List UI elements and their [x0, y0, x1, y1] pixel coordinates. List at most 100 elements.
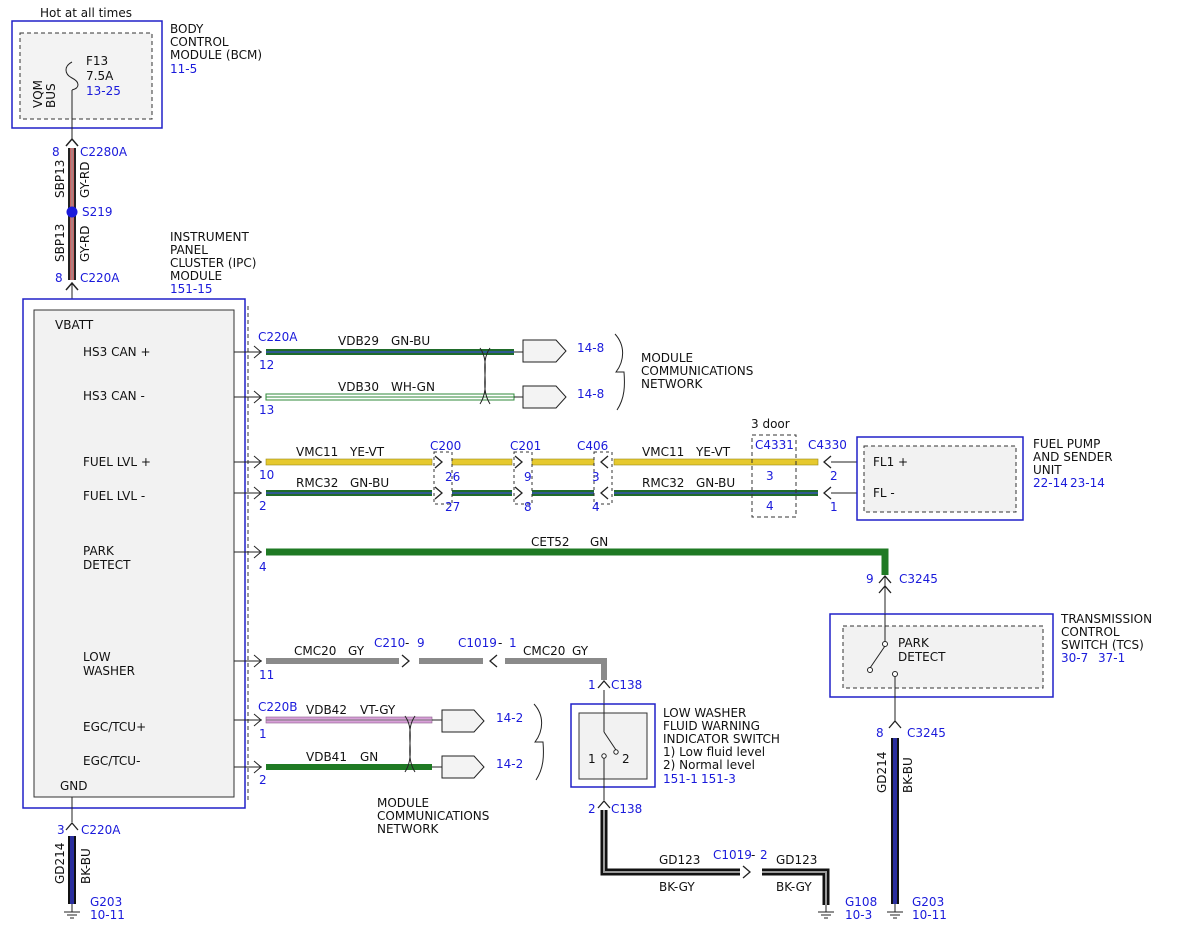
washer-ground-id: G108 [845, 895, 877, 909]
c3245-top-pin: 9 [866, 572, 874, 586]
fuel-plus-color-2: YE-VT [695, 445, 731, 459]
park-circuit: CET52 [531, 535, 570, 549]
c4331-option-box [751, 434, 797, 518]
fuel-pin-2: 2 [259, 499, 267, 513]
ipc-gnd-connector: C220A [81, 823, 121, 837]
washer-switch-name-5: 2) Normal level [663, 758, 755, 772]
sbp13-circuit-lower: SBP13 [53, 224, 67, 262]
c4330-pin-minus: 1 [830, 500, 838, 514]
fuel-minus-color-2: GN-BU [696, 476, 735, 490]
egc-wire2-color: GN [360, 750, 378, 764]
park-pin-4: 4 [259, 560, 267, 574]
c2280a-connector: C2280A [80, 145, 128, 159]
fuel-unit-pin-minus: FL - [873, 486, 895, 500]
washer-color-2: GY [572, 644, 589, 658]
c4330-connector: C4330 [808, 438, 847, 452]
gy-rd-color-upper: GY-RD [78, 161, 92, 198]
washer-wire [266, 658, 607, 680]
ipc-gnd-pin: 3 [57, 823, 65, 837]
ipc-ref: 151-15 [170, 282, 213, 296]
egc-network-line-1: MODULE [377, 796, 429, 810]
c406-pin-plus: 3 [592, 470, 600, 484]
bcm-name-line-1: BODY [170, 22, 204, 36]
c3245-bottom-connector: C3245 [907, 726, 946, 740]
washer-circuit-2: CMC20 [523, 644, 565, 658]
washer-switch-name-1: LOW WASHER [663, 706, 746, 720]
ipc-ground-symbol-icon [64, 904, 80, 919]
tcs-name-2: CONTROL [1061, 625, 1120, 639]
ipc-ground-ref: 10-11 [90, 908, 125, 922]
ipc-pin-park-detect-1: PARK [83, 544, 115, 558]
c1019b-connector: C1019 [713, 848, 752, 862]
c138-bottom-connector: C138 [611, 802, 642, 816]
splice-s219-label: S219 [82, 205, 113, 219]
egc-network-line-2: COMMUNICATIONS [377, 809, 489, 823]
tcs-ground-ref: 10-11 [912, 908, 947, 922]
can-network-line-1: MODULE [641, 351, 693, 365]
fuse-f13-icon [65, 61, 79, 91]
can-wire2-circuit: VDB30 [338, 380, 379, 394]
fuse-name: F13 [86, 54, 108, 68]
ipc-pin-vbatt: VBATT [55, 318, 94, 332]
ipc-name-line-1: INSTRUMENT [170, 230, 249, 244]
tcs-ground-symbol-icon [887, 904, 903, 919]
ipc-pin-fuel-lvl-plus: FUEL LVL + [83, 455, 151, 469]
egc-minus-terminal-icon [441, 755, 485, 779]
ipc-name-line-2: PANEL [170, 243, 208, 257]
c1019b-dash: - [751, 848, 755, 862]
ipc-gnd-circuit: GD214 [53, 843, 67, 884]
fuel-unit-name-1: FUEL PUMP [1033, 437, 1100, 451]
c220a-top-pin: 8 [55, 271, 63, 285]
washer-switch-ref-1: 151-1 [663, 772, 698, 786]
c201-connector: C201 [510, 439, 541, 453]
egc-pin-2: 2 [259, 773, 267, 787]
fuse-ref: 13-25 [86, 84, 121, 98]
park-color: GN [590, 535, 608, 549]
ipc-ground-id: G203 [90, 895, 122, 909]
tcs-label-2: DETECT [898, 650, 946, 664]
c210-dash: - [405, 636, 409, 650]
fuel-minus-circuit-2: RMC32 [642, 476, 684, 490]
can-minus-terminal-icon [522, 385, 567, 409]
ipc-pin-low-washer-1: LOW [83, 650, 111, 664]
bcm-bus-label-2: BUS [44, 83, 58, 108]
egc-wire1-circuit: VDB42 [306, 703, 347, 717]
fuel-plus-color: YE-VT [349, 445, 385, 459]
c1019b-pin: 2 [760, 848, 768, 862]
c201-pin-minus: 8 [524, 500, 532, 514]
bcm-inner-box [19, 32, 153, 120]
washer-circuit: CMC20 [294, 644, 336, 658]
fuel-unit-ref-1: 22-14 [1033, 476, 1068, 490]
gd123-color: BK-GY [659, 880, 695, 894]
ipc-pin-fuel-lvl-minus: FUEL LVL - [83, 489, 145, 503]
can-pin-13: 13 [259, 403, 274, 417]
gd123-circuit-2: GD123 [776, 853, 817, 867]
ipc-name-line-3: CLUSTER (IPC) [170, 256, 256, 270]
c4331-connector: C4331 [755, 438, 794, 452]
can-network-line-2: COMMUNICATIONS [641, 364, 753, 378]
ipc-pin-gnd: GND [60, 779, 88, 793]
c4330-pin-plus: 2 [830, 469, 838, 483]
c3245-top-connector: C3245 [899, 572, 938, 586]
can-ref-1: 14-8 [577, 341, 604, 355]
washer-switch-ref-2: 151-3 [701, 772, 736, 786]
c138-bottom-pin: 2 [588, 802, 596, 816]
c4331-pin-minus: 4 [766, 499, 774, 513]
c406-pin-minus: 4 [592, 500, 600, 514]
ipc-pin-park-detect-2: DETECT [83, 558, 131, 572]
bcm-bus-label-1: VQM [31, 80, 45, 108]
c2280a-pin: 8 [52, 145, 60, 159]
tcs-ground-id: G203 [912, 895, 944, 909]
fuel-plus-circuit: VMC11 [296, 445, 338, 459]
c1019-dash: - [498, 636, 502, 650]
fuel-unit-pin-plus: FL1 + [873, 455, 908, 469]
bcm-ref: 11-5 [170, 62, 197, 76]
c3245-bottom-pin: 8 [876, 726, 884, 740]
egc-wire1-color: VT-GY [360, 703, 396, 717]
fuel-minus-wire [266, 490, 818, 496]
c210-pin: 9 [417, 636, 425, 650]
washer-ground-ref: 10-3 [845, 908, 872, 922]
washer-switch-name-2: FLUID WARNING [663, 719, 760, 733]
gd123-circuit: GD123 [659, 853, 700, 867]
